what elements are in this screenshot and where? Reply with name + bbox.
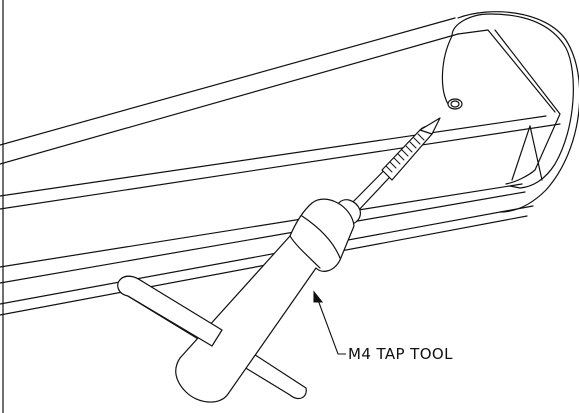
handle-band xyxy=(289,235,321,269)
tube-top-edge xyxy=(0,17,456,146)
callout-label: M4 TAP TOOL xyxy=(348,345,453,363)
tap-thread-section xyxy=(381,125,433,181)
tube-end-curl xyxy=(441,35,453,105)
tube-end-outer xyxy=(457,11,579,213)
callout-leader xyxy=(313,290,346,355)
tap-tool-icon xyxy=(117,117,441,403)
tube-mid-edge xyxy=(0,115,547,197)
handle-band-2 xyxy=(301,215,341,259)
tapped-hole xyxy=(447,98,463,110)
inner-face-line-2 xyxy=(511,125,531,181)
tube-end-inner-lip-2 xyxy=(457,29,556,113)
tube-end-inner xyxy=(451,13,574,189)
tube-top-edge-inner xyxy=(0,33,459,165)
tube-lower-edge xyxy=(0,183,523,268)
tube-bottom-edge xyxy=(0,205,534,305)
tube-mid-edge-lower xyxy=(0,123,561,210)
tube-lower-edge-2 xyxy=(0,191,526,284)
tap-threads xyxy=(385,133,425,173)
inner-face-line-1 xyxy=(529,125,543,181)
tap-tip xyxy=(419,117,441,135)
tube-end-inner-lip xyxy=(494,29,561,185)
t-handle-left-end xyxy=(117,275,223,347)
callout-arrowhead xyxy=(313,290,324,303)
tapped-hole-inner xyxy=(450,100,460,108)
